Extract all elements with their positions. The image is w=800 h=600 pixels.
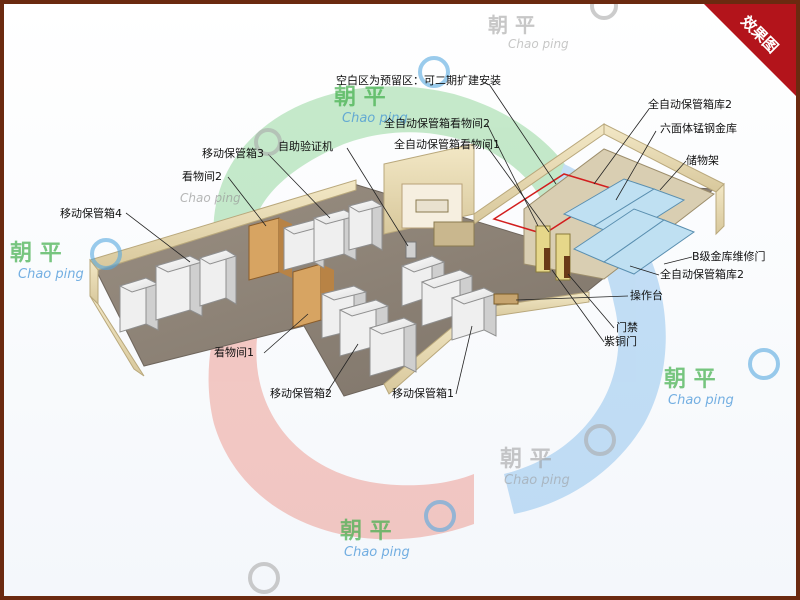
label-mobile-box1: 移动保管箱1 [392, 387, 454, 400]
label-mobile-box4: 移动保管箱4 [60, 207, 122, 220]
watermark-brand: 朝 平 [10, 240, 62, 266]
outer-walls [89, 123, 725, 395]
watermark-latin: Chao ping [504, 473, 570, 488]
watermark-logos: 朝 平 Chao ping 朝 平 Chao ping Chao ping 朝 … [10, 4, 780, 594]
watermark-latin: Chao ping [668, 393, 734, 408]
label-auto-box-room2-b: 全自动保管箱库2 [660, 268, 744, 281]
watermark-latin: Chao ping [508, 37, 569, 51]
label-hex-vault: 六面体锰钢金库 [660, 122, 737, 135]
watermark-brand: 朝 平 [664, 366, 716, 392]
label-b-maint-door: B级金库维修门 [692, 250, 766, 263]
watermark-brand: 朝 平 [340, 518, 392, 544]
leader-lines [125, 83, 693, 395]
watermark-brand: 朝 平 [334, 84, 386, 110]
watermark-latin: Chao ping [18, 267, 84, 282]
label-console: 操作台 [630, 289, 663, 302]
label-viewing-room2-auto: 全自动保管箱看物间2 [384, 117, 490, 130]
vault-doors [535, 225, 571, 281]
label-viewing-room1: 看物间1 [214, 346, 254, 359]
reception-counter [433, 221, 475, 247]
vault-shelves [562, 178, 696, 275]
label-mobile-box2: 移动保管箱2 [270, 387, 332, 400]
label-auto-box-room2: 全自动保管箱库2 [648, 98, 732, 111]
console-desk [493, 293, 519, 305]
watermark-latin: Chao ping [342, 111, 408, 126]
corner-badge: 效果图 [704, 4, 796, 96]
reception-logo [415, 199, 449, 213]
watermark-latin: Chao ping [180, 191, 241, 205]
watermark-brand: 朝 平 [488, 13, 535, 37]
label-viewing-room2: 看物间2 [182, 170, 222, 183]
mobile-cabinets [118, 199, 498, 377]
watermark-brand: 朝 平 [500, 446, 552, 472]
label-viewing-room1-auto: 全自动保管箱看物间1 [394, 138, 500, 151]
label-self-verify: 自助验证机 [278, 140, 333, 153]
watermark-latin: Chao ping [344, 545, 410, 560]
self-verify-machine [405, 241, 417, 259]
label-mobile-box3: 移动保管箱3 [202, 147, 264, 160]
label-access-ctrl: 门禁 [616, 321, 638, 334]
label-reserved-area: 空白区为预留区：可二期扩建安装 [336, 74, 501, 87]
floor-plan-diagram: 朝 平 Chao ping 朝 平 Chao ping Chao ping 朝 … [10, 4, 796, 594]
label-storage-rack: 储物架 [686, 154, 719, 167]
label-copper-door: 紫铜门 [604, 335, 637, 348]
